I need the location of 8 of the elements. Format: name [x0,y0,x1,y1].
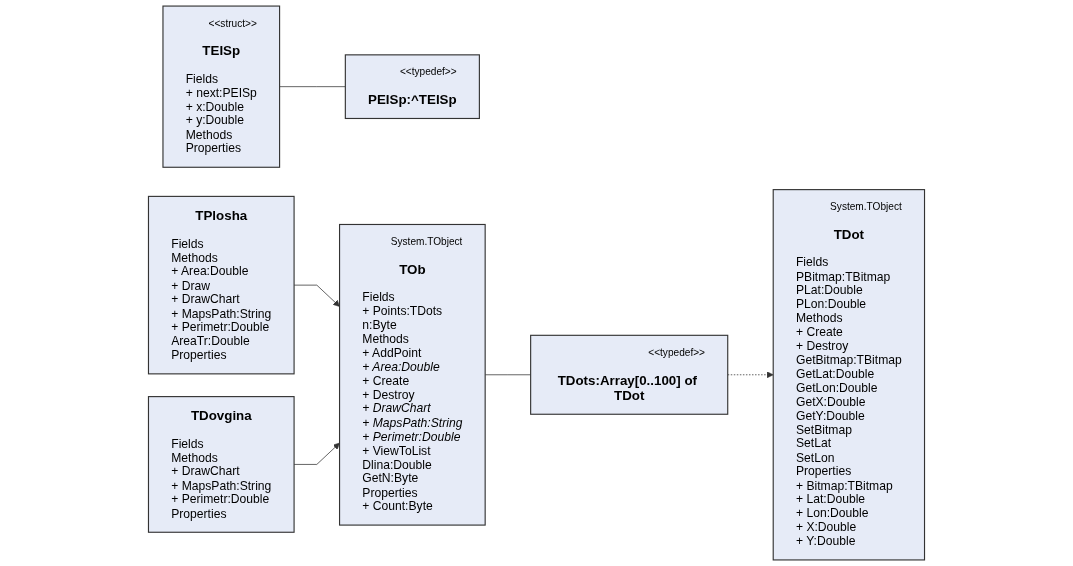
node-box: <<typedef>> TDots:Array[0..100] of TDot [530,334,729,415]
node-box: System.TObject TDot Fields PBitmap:TBitmap PLat:Double PLon:Double Methods + Create + Destroy GetBitmap:TBitmap GetLat:Double GetLon:Double GetX:Double GetY:Double SetBitmap SetLat SetLon Properties + Bitmap:TBitmap + Lat:Double + Lon:Double + X:Double + Y:Double [772,189,926,561]
node-box: System.TObject TOb Fields + Points:TDots n:Byte Methods + AddPoint + Area:Double + Create + Destroy + DrawChart + MapsPath:String + Perimetr:Double + ViewToList Dlina:Double GetN:Byte Properties + Count:Byte [339,223,486,526]
node-box: TPlosha Fields Methods + Area:Double + Draw + DrawChart + MapsPath:String + Perimetr:Double AreaTr:Double Properties [147,195,295,375]
node-box: TDovgina Fields Methods + DrawChart + MapsPath:String + Perimetr:Double Properties [147,396,295,533]
connector [279,86,346,88]
node-box: <<struct>> TEISp Fields + next:PEISp + x:Double + y:Double Methods Properties [162,5,281,168]
node-box: <<typedef>> PEISp:^TEISp [344,54,480,120]
